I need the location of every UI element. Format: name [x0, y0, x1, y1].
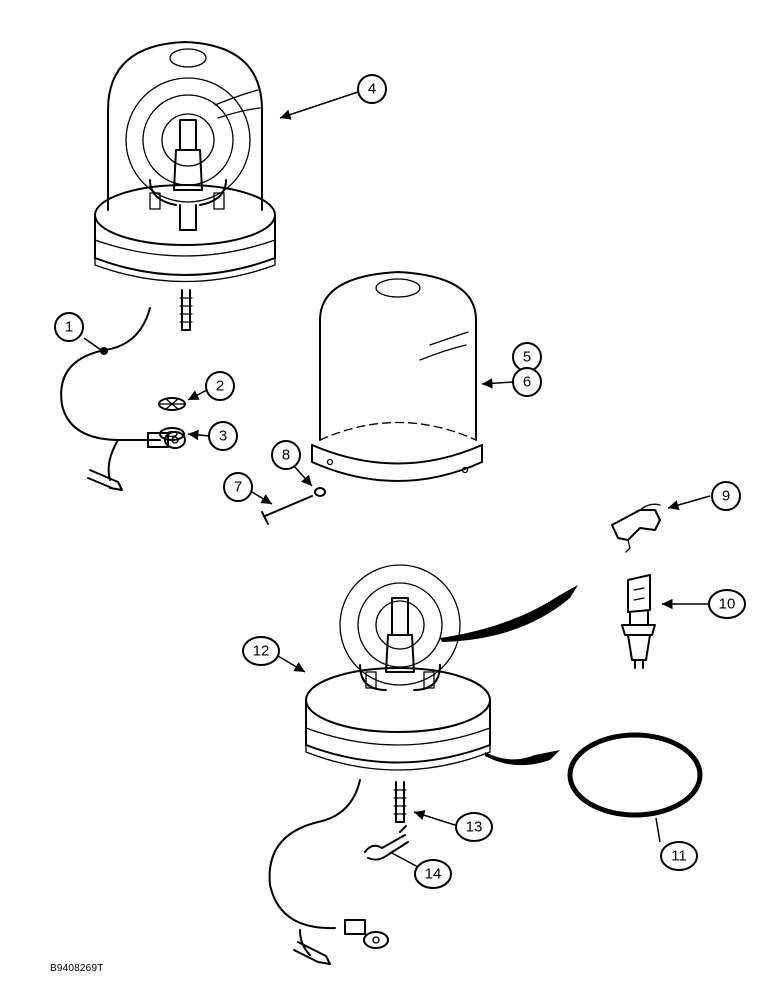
callout-label: 8 — [282, 447, 290, 464]
callout-label: 10 — [719, 596, 736, 613]
flat-washer — [159, 427, 185, 441]
assembled-beacon — [60, 41, 276, 491]
callout-label: 6 — [523, 374, 531, 391]
leader-lines — [83, 91, 711, 868]
callout-6: 6 — [512, 367, 542, 397]
figure-code: B9408269T — [50, 963, 104, 974]
callout-7: 7 — [223, 472, 253, 502]
callout-1: 1 — [54, 312, 84, 342]
hairpin-clip — [364, 825, 409, 861]
small-washer — [314, 487, 326, 497]
callout-label: 13 — [466, 819, 483, 836]
callout-label: 4 — [368, 81, 376, 98]
callout-11: 11 — [660, 841, 698, 871]
callout-4: 4 — [357, 74, 387, 104]
callout-label: 12 — [253, 643, 270, 660]
star-washer — [158, 397, 186, 411]
o-ring — [567, 732, 703, 818]
callout-label: 14 — [425, 866, 442, 883]
callout-2: 2 — [205, 371, 235, 401]
callout-13: 13 — [455, 812, 493, 842]
callout-12: 12 — [242, 636, 280, 666]
callout-label: 3 — [219, 428, 227, 445]
replacement-dome — [311, 271, 483, 482]
callout-label: 9 — [722, 488, 730, 505]
callout-label: 2 — [216, 378, 224, 395]
callout-3: 3 — [208, 421, 238, 451]
o-ring-pointer — [485, 750, 560, 766]
callout-9: 9 — [711, 481, 741, 511]
rotator-base-assembly — [268, 564, 491, 965]
callout-14: 14 — [414, 859, 452, 889]
callout-8: 8 — [271, 440, 301, 470]
callout-5: 5 — [512, 342, 542, 372]
bulb-clip — [611, 503, 661, 553]
callout-label: 5 — [523, 349, 531, 366]
callout-label: 1 — [65, 319, 73, 336]
bulb-pointer — [440, 585, 578, 642]
callout-10: 10 — [708, 589, 746, 619]
callout-label: 7 — [234, 479, 242, 496]
callout-label: 11 — [671, 848, 687, 865]
halogen-bulb — [621, 574, 656, 669]
screw — [261, 495, 313, 525]
